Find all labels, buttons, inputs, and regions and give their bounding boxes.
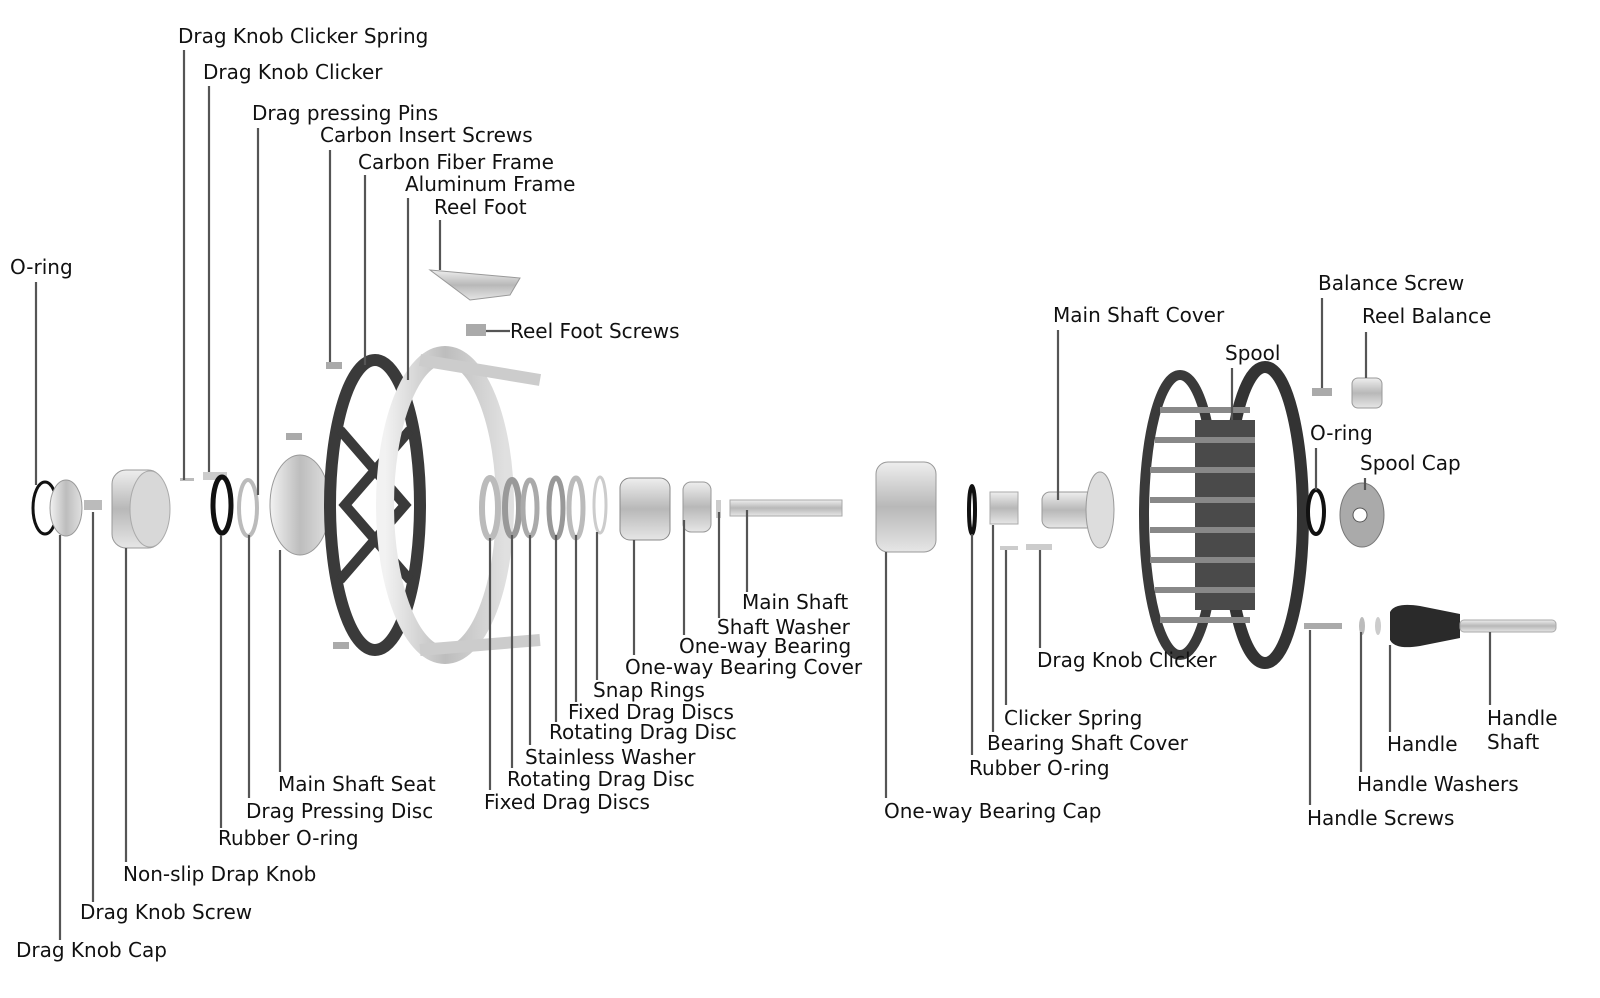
main-shaft-cover-flange	[1085, 471, 1115, 549]
label-drag-pressing-disc: Drag Pressing Disc	[246, 799, 433, 823]
clicker-spring-right-part	[1000, 546, 1018, 550]
shaft-washer-part	[716, 500, 721, 518]
label-rotating-drag-disc: Rotating Drag Disc	[507, 767, 695, 791]
label-clicker-spring: Clicker Spring	[1004, 706, 1142, 730]
label-reel-foot-screws: Reel Foot Screws	[510, 319, 680, 343]
label-main-shaft: Main Shaft	[742, 590, 848, 614]
aluminum-frame-bars	[419, 354, 541, 656]
label-o-ring: O-ring	[10, 255, 73, 279]
label-rubber-o-ring: Rubber O-ring	[218, 826, 359, 850]
drag-knob-clicker-right-part	[1026, 544, 1052, 550]
label-carbon-fiber-frame: Carbon Fiber Frame	[358, 150, 554, 174]
label-stainless-washer: Stainless Washer	[525, 745, 696, 769]
one-way-bearing-cap-part	[875, 461, 937, 553]
label-main-shaft-cover: Main Shaft Cover	[1053, 303, 1225, 327]
label-main-shaft-seat: Main Shaft Seat	[278, 772, 436, 796]
label-handle: Handle	[1387, 732, 1458, 756]
label-carbon-insert-screws: Carbon Insert Screws	[320, 123, 533, 147]
carbon-fiber-frame-part	[324, 354, 426, 656]
carbon-insert-screw-part-3	[333, 642, 349, 649]
one-way-bearing-part	[682, 481, 712, 533]
label-handle-washers: Handle Washers	[1357, 772, 1519, 796]
label-rubber-o-ring: Rubber O-ring	[969, 756, 1110, 780]
label-drag-knob-clicker-spring: Drag Knob Clicker Spring	[178, 24, 428, 48]
label-drag-knob-clicker: Drag Knob Clicker	[1037, 648, 1217, 672]
label-reel-foot: Reel Foot	[434, 195, 527, 219]
label-shaft: Shaft	[1487, 730, 1539, 754]
spool-arbor	[1195, 420, 1255, 610]
label-fixed-drag-discs: Fixed Drag Discs	[484, 790, 650, 814]
bearing-shaft-cover-part	[989, 491, 1019, 525]
label-one-way-bearing-cap: One-way Bearing Cap	[884, 799, 1101, 823]
balance-screw-part	[1312, 388, 1332, 396]
label-reel-balance: Reel Balance	[1362, 304, 1491, 328]
handle-shaft-part	[1459, 619, 1557, 633]
label-fixed-drag-discs: Fixed Drag Discs	[568, 700, 734, 724]
label-spool-cap: Spool Cap	[1360, 451, 1461, 475]
rubber-o-ring-left-part	[210, 474, 234, 536]
label-drag-pressing-pins: Drag pressing Pins	[252, 101, 438, 125]
label-drag-knob-screw: Drag Knob Screw	[80, 900, 252, 924]
label-rotating-drag-disc: Rotating Drag Disc	[549, 720, 737, 744]
label-o-ring: O-ring	[1310, 421, 1373, 445]
carbon-insert-screw-part	[326, 362, 342, 369]
one-way-bearing-cover-part	[619, 477, 671, 541]
label-non-slip-drap-knob: Non-slip Drap Knob	[123, 862, 316, 886]
handle-washer-part-2	[1375, 617, 1381, 635]
clicker-part	[203, 472, 227, 480]
label-handle: Handle	[1487, 706, 1558, 730]
label-drag-knob-clicker: Drag Knob Clicker	[203, 60, 383, 84]
reel-foot-part	[428, 269, 521, 301]
label-balance-screw: Balance Screw	[1318, 271, 1464, 295]
handle-screw-part	[1304, 623, 1342, 629]
main-shaft-part	[729, 499, 843, 517]
snap-ring-part	[592, 475, 608, 535]
label-bearing-shaft-cover: Bearing Shaft Cover	[987, 731, 1189, 755]
label-spool: Spool	[1225, 341, 1280, 365]
reel-foot-screws-part	[466, 324, 486, 336]
drag-knob-screw-part	[84, 500, 102, 510]
clicker-spring-part	[180, 478, 194, 481]
spool-cap-center	[1352, 507, 1368, 523]
drag-knob-cap-part	[49, 479, 83, 537]
label-aluminum-frame: Aluminum Frame	[405, 172, 575, 196]
spool-part	[1139, 361, 1309, 669]
label-shaft-washer: Shaft Washer	[717, 615, 851, 639]
label-one-way-bearing-cover: One-way Bearing Cover	[625, 655, 863, 679]
label-handle-screws: Handle Screws	[1307, 806, 1454, 830]
label-one-way-bearing: One-way Bearing	[679, 634, 851, 658]
handle-washer-part	[1359, 617, 1365, 635]
drag-knob-face	[129, 470, 171, 548]
carbon-insert-screw-part-2	[286, 433, 302, 440]
handle-part	[1390, 604, 1460, 648]
spool-ribs	[1150, 407, 1255, 623]
label-drag-knob-cap: Drag Knob Cap	[16, 938, 167, 962]
label-snap-rings: Snap Rings	[593, 678, 705, 702]
